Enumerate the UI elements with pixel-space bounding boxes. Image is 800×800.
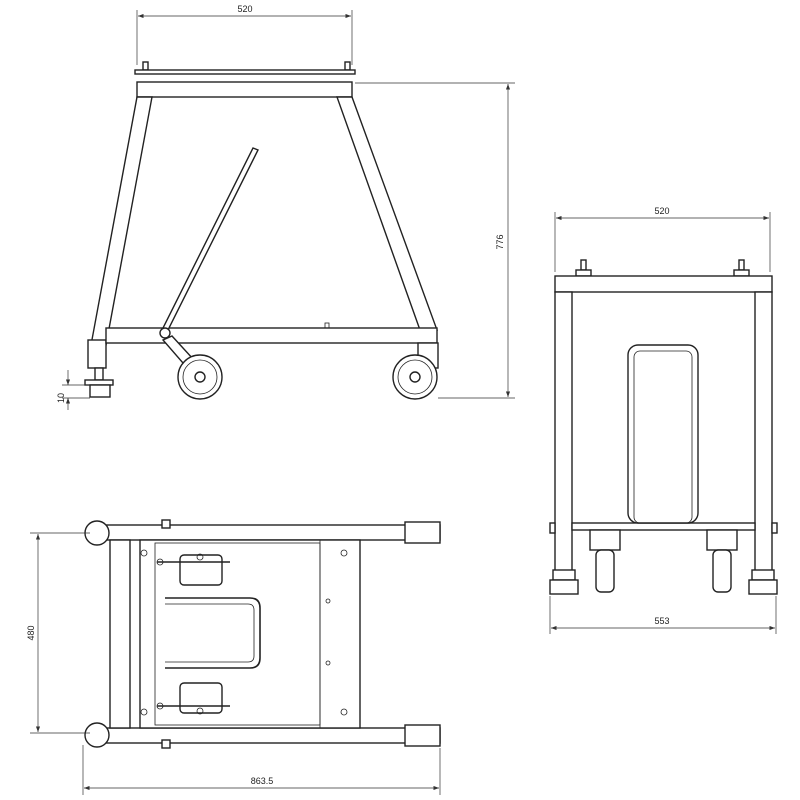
side-base-dim: 553 <box>654 616 669 626</box>
top-width-dim: 480 <box>26 625 36 640</box>
top-length-dim: 863.5 <box>251 776 274 786</box>
front-width-dim: 520 <box>237 4 252 14</box>
foot-height-dim: 10 <box>56 393 66 403</box>
front-height-dim: 776 <box>495 234 505 249</box>
front-view: 520 776 10 <box>56 4 515 410</box>
top-view: 480 863.5 <box>26 519 441 795</box>
side-width-dim: 520 <box>654 206 669 216</box>
side-view: 520 553 <box>549 206 778 634</box>
